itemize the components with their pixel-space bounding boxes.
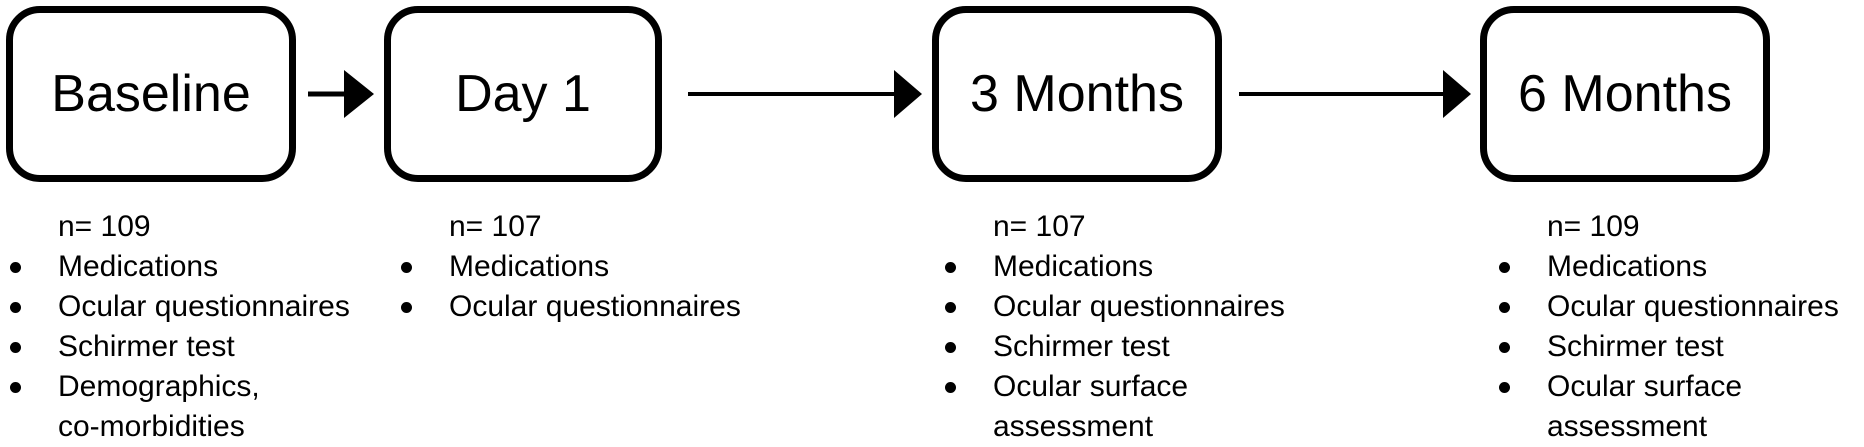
- list-item: Ocular questionnaires: [1499, 287, 1839, 327]
- list-item-text: Ocular surface: [993, 370, 1189, 403]
- bullet-icon: [1499, 382, 1510, 393]
- stage-box-baseline: Baseline: [6, 6, 296, 182]
- arrow-day-1-to-3-months: [688, 70, 922, 118]
- sample-size-label: n=: [58, 210, 101, 243]
- arrow-head: [894, 70, 922, 118]
- bullet-icon: [401, 302, 412, 313]
- list-item-text: Medications: [1547, 250, 1708, 283]
- list-item: Ocular surface assessment: [945, 367, 1285, 447]
- bullet-icon: [10, 382, 21, 393]
- list-item-text-continuation: co-morbidities: [58, 410, 245, 443]
- list-item-text: Medications: [58, 250, 219, 283]
- list-item-text: Schirmer test: [993, 330, 1170, 363]
- stage-details-6-months: n= 109 Medications Ocular questionnaires…: [1499, 207, 1839, 447]
- sample-size: n= 107: [401, 207, 741, 247]
- list-item: Ocular surface assessment: [1499, 367, 1839, 447]
- bullet-icon: [1499, 262, 1510, 273]
- sample-size-value: 107: [491, 210, 542, 243]
- list-item-text: Ocular questionnaires: [993, 290, 1285, 323]
- list-item: Demographics, co-morbidities: [10, 367, 350, 447]
- list-item-text-continuation: assessment: [1547, 410, 1708, 443]
- list-item: Ocular questionnaires: [10, 287, 350, 327]
- stage-details-baseline: n= 109 Medications Ocular questionnaires…: [10, 207, 350, 447]
- sample-size-label: n=: [449, 210, 492, 243]
- sample-size-value: 109: [100, 210, 151, 243]
- stage-box-3-months: 3 Months: [932, 6, 1222, 182]
- list-item: Medications: [10, 247, 350, 287]
- stage-label-day-1: Day 1: [455, 65, 591, 123]
- arrow-3-months-to-6-months: [1239, 70, 1471, 118]
- bullet-icon: [10, 302, 21, 313]
- list-item: Medications: [945, 247, 1285, 287]
- list-item-text: Schirmer test: [58, 330, 235, 363]
- list-item: Medications: [1499, 247, 1839, 287]
- assessment-list: Medications Ocular questionnaires Schirm…: [1499, 247, 1839, 447]
- list-item-text-continuation: assessment: [993, 410, 1154, 443]
- bullet-icon: [945, 302, 956, 313]
- sample-size: n= 109: [10, 207, 350, 247]
- list-item: Medications: [401, 247, 741, 287]
- list-item-text: Schirmer test: [1547, 330, 1724, 363]
- list-item-text: Medications: [449, 250, 610, 283]
- bullet-icon: [945, 262, 956, 273]
- bullet-icon: [401, 262, 412, 273]
- stage-label-6-months: 6 Months: [1518, 65, 1732, 123]
- assessment-list: Medications Ocular questionnaires Schirm…: [945, 247, 1285, 447]
- bullet-icon: [945, 382, 956, 393]
- list-item-text: Ocular questionnaires: [58, 290, 350, 323]
- bullet-icon: [1499, 342, 1510, 353]
- arrow-head: [344, 70, 374, 118]
- arrow-head: [1443, 70, 1471, 118]
- sample-size-label: n=: [1547, 210, 1590, 243]
- sample-size: n= 109: [1499, 207, 1839, 247]
- sample-size: n= 107: [945, 207, 1285, 247]
- stage-box-day-1: Day 1: [384, 6, 662, 182]
- list-item-text: Ocular questionnaires: [1547, 290, 1839, 323]
- stage-label-baseline: Baseline: [51, 65, 251, 123]
- assessment-list: Medications Ocular questionnaires: [401, 247, 741, 327]
- stage-label-3-months: 3 Months: [970, 65, 1184, 123]
- list-item-text: Ocular surface: [1547, 370, 1743, 403]
- arrow-baseline-to-day-1: [308, 70, 374, 118]
- bullet-icon: [945, 342, 956, 353]
- assessment-list: Medications Ocular questionnaires Schirm…: [10, 247, 350, 447]
- list-item: Schirmer test: [1499, 327, 1839, 367]
- list-item: Schirmer test: [10, 327, 350, 367]
- bullet-icon: [1499, 302, 1510, 313]
- sample-size-label: n=: [993, 210, 1036, 243]
- sample-size-value: 107: [1035, 210, 1086, 243]
- stage-details-day-1: n= 107 Medications Ocular questionnaires: [401, 207, 741, 327]
- stage-details-3-months: n= 107 Medications Ocular questionnaires…: [945, 207, 1285, 447]
- list-item-text: Ocular questionnaires: [449, 290, 741, 323]
- bullet-icon: [10, 342, 21, 353]
- bullet-icon: [10, 262, 21, 273]
- list-item: Ocular questionnaires: [401, 287, 741, 327]
- list-item-text: Medications: [993, 250, 1154, 283]
- list-item-text: Demographics,: [58, 370, 260, 403]
- stage-box-6-months: 6 Months: [1480, 6, 1770, 182]
- list-item: Schirmer test: [945, 327, 1285, 367]
- sample-size-value: 109: [1589, 210, 1640, 243]
- list-item: Ocular questionnaires: [945, 287, 1285, 327]
